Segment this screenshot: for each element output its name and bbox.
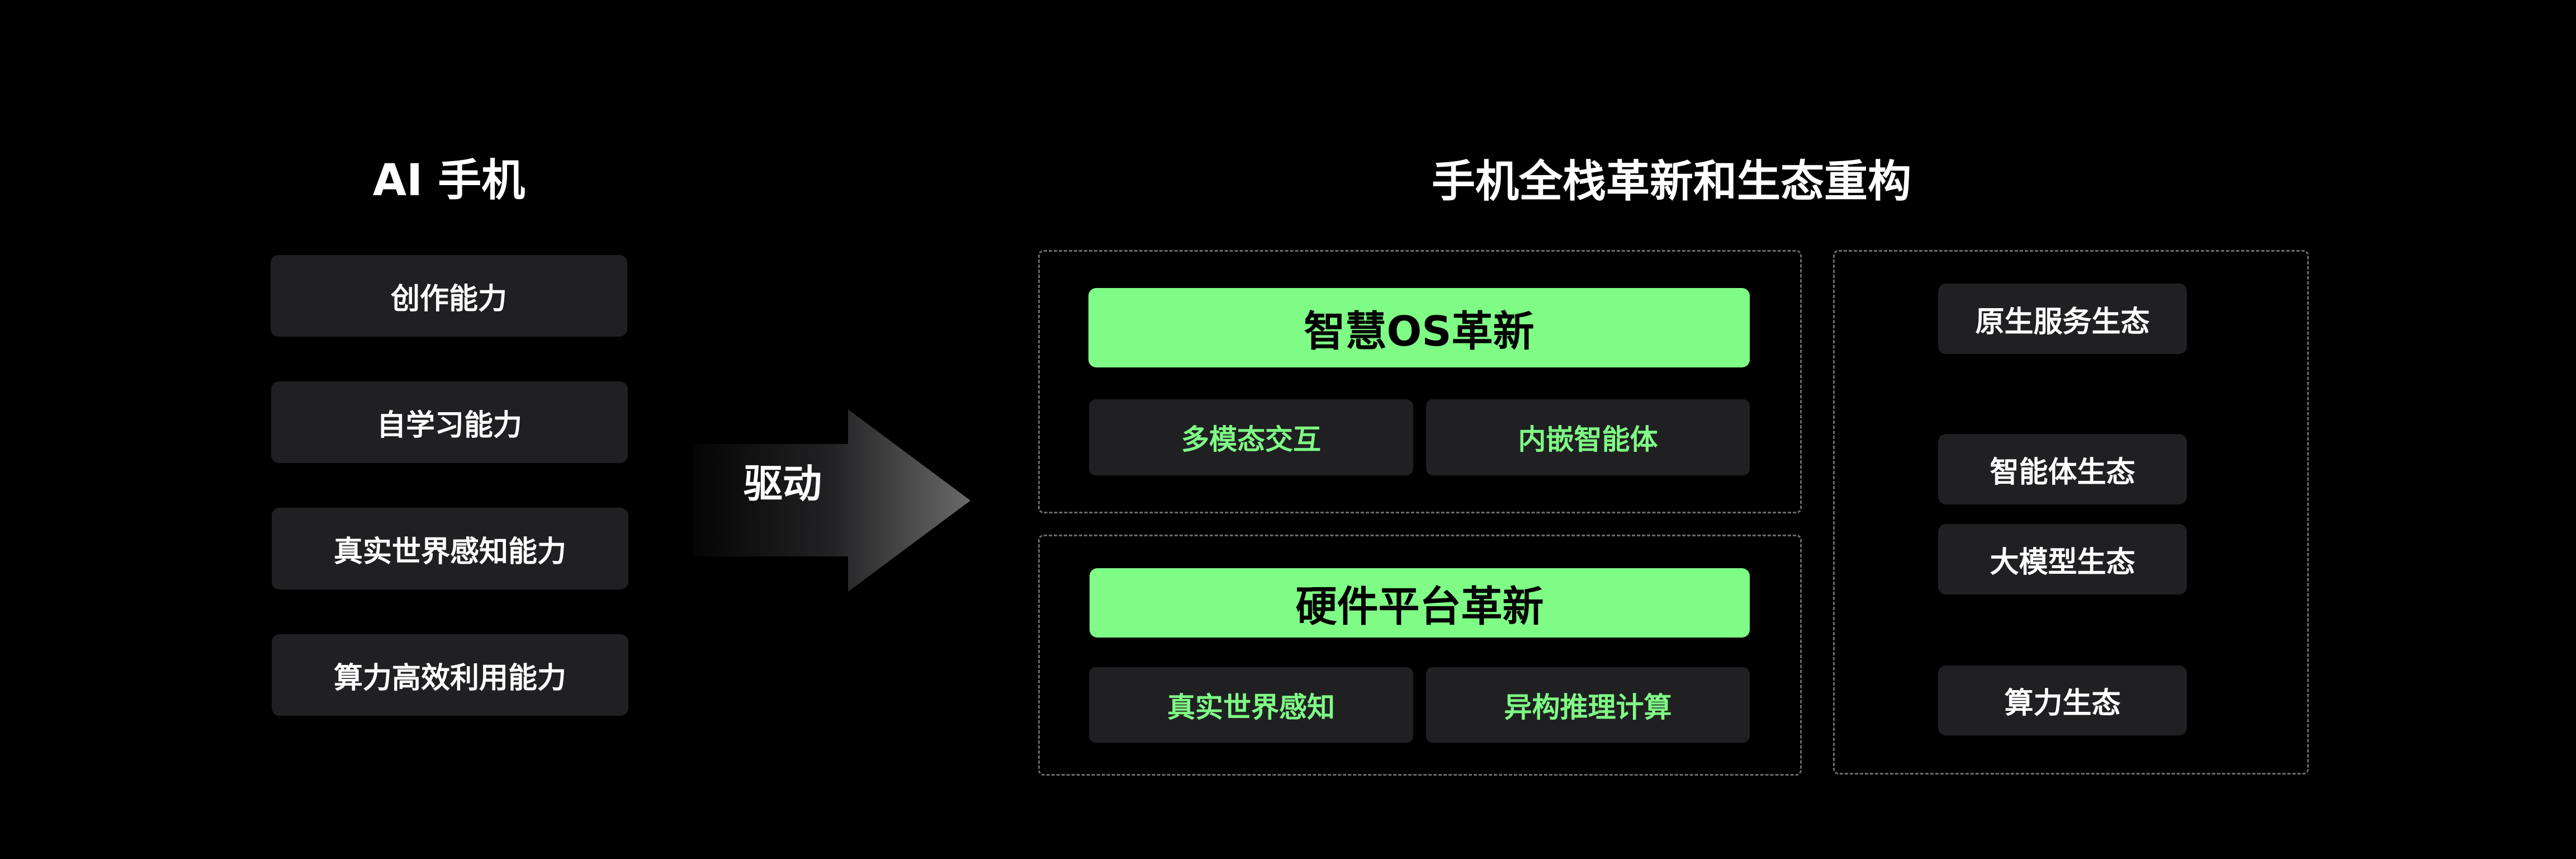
capability-self-learning: 自学习能力 <box>271 381 628 463</box>
real-world-perception: 真实世界感知 <box>1089 667 1413 743</box>
drive-label: 驱动 <box>744 461 822 507</box>
capability-creation: 创作能力 <box>271 255 627 337</box>
compute-ecosystem: 算力生态 <box>1938 666 2187 735</box>
embedded-agent: 内嵌智能体 <box>1426 399 1750 475</box>
heterogeneous-inference-compute: 异构推理计算 <box>1426 667 1750 743</box>
multimodal-interaction: 多模态交互 <box>1089 399 1413 475</box>
native-service-ecosystem: 原生服务生态 <box>1938 284 2187 354</box>
large-model-ecosystem: 大模型生态 <box>1938 524 2187 594</box>
hardware-innovation-group <box>1038 535 1802 776</box>
os-innovation-header: 智慧OS革新 <box>1088 288 1750 367</box>
ecosystem-group <box>1833 250 2309 775</box>
hardware-innovation-header: 硬件平台革新 <box>1090 568 1750 638</box>
capability-real-world-perception: 真实世界感知能力 <box>272 508 628 589</box>
full-stack-title: 手机全栈革新和生态重构 <box>1431 157 1911 207</box>
right-arrow-icon <box>693 409 970 592</box>
ai-phone-title: AI 手机 <box>372 155 525 206</box>
agent-ecosystem: 智能体生态 <box>1938 434 2187 504</box>
os-innovation-group <box>1038 250 1802 513</box>
capability-compute-efficiency: 算力高效利用能力 <box>272 634 628 716</box>
